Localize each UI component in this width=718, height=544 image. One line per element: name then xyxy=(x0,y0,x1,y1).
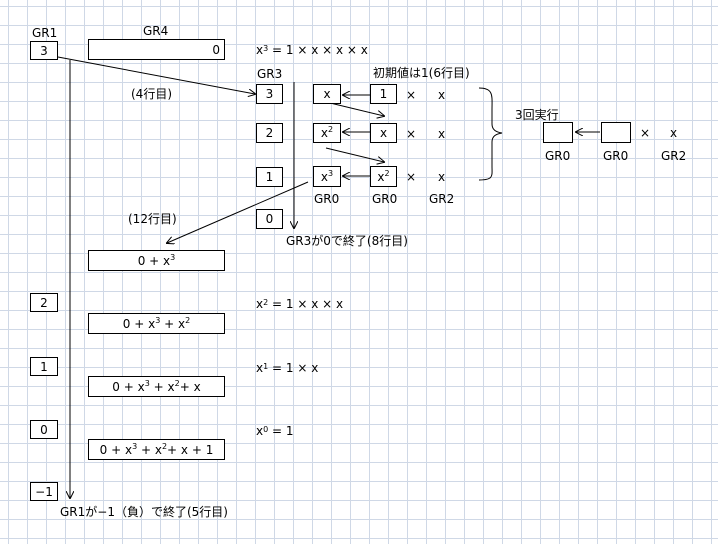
arrow-to-sum xyxy=(167,181,309,243)
caption-gr0-b: GR0 xyxy=(372,192,398,206)
summary-x: x xyxy=(670,126,678,140)
gr2-x-row2: x xyxy=(438,127,446,141)
initial-note: 初期値は1(6行目) xyxy=(373,66,470,80)
summary-times: × xyxy=(640,126,651,140)
times-row1: × xyxy=(406,88,417,102)
line4-note: (4行目) xyxy=(131,87,172,101)
times-row3: × xyxy=(406,170,417,184)
gr2-x-row1: x xyxy=(438,88,446,102)
gr3-box-3: 3 xyxy=(256,84,283,104)
gr3-label: GR3 xyxy=(257,67,283,81)
gr3-box-2: 2 xyxy=(256,123,283,143)
gr3-box-1: 1 xyxy=(256,167,283,187)
gr0-mid-row1: 1 xyxy=(370,84,397,104)
gr1-end-note: GR1が−1（負）で終了(5行目) xyxy=(60,505,228,519)
summary-gr0-left xyxy=(543,122,573,143)
gr1-box-0: 0 xyxy=(30,420,58,439)
repeat-note: 3回実行 xyxy=(515,108,559,122)
gr2-x-row3: x xyxy=(438,170,446,184)
line12-note: (12行目) xyxy=(128,212,177,226)
brace xyxy=(478,87,503,181)
gr1-box-neg1: −1 xyxy=(30,482,58,501)
summary-caption-gr2: GR2 xyxy=(661,149,687,163)
power-x3: x3 = 1 × x × x × x xyxy=(256,43,368,57)
summary-caption-gr0-b: GR0 xyxy=(603,149,629,163)
summary-caption-gr0-a: GR0 xyxy=(545,149,571,163)
gr4-box: 0 xyxy=(88,39,225,60)
power-x0: x0 = 1 xyxy=(256,424,294,438)
gr1-box-3: 3 xyxy=(30,41,58,60)
power-x2: x2 = 1 × x × x xyxy=(256,297,344,311)
arrow-row1-to-row2 xyxy=(325,101,384,116)
arrow-gr1-to-gr3 xyxy=(57,56,255,94)
gr1-box-1: 1 xyxy=(30,357,58,376)
summary-gr0-right xyxy=(601,122,631,143)
times-row2: × xyxy=(406,127,417,141)
gr3-box-0: 0 xyxy=(256,209,283,229)
caption-gr0-a: GR0 xyxy=(314,192,340,206)
gr4-label: GR4 xyxy=(143,24,169,38)
gr1-label: GR1 xyxy=(32,26,58,40)
caption-gr2: GR2 xyxy=(429,192,455,206)
gr0-mid-row2: x xyxy=(370,123,397,143)
gr1-box-2: 2 xyxy=(30,293,58,312)
gr0-left-row1: x xyxy=(313,84,341,104)
gr3-end-note: GR3が0で終了(8行目) xyxy=(286,234,408,248)
arrow-row2-to-row3 xyxy=(325,147,384,162)
power-x1: x1 = 1 × x xyxy=(256,361,319,375)
